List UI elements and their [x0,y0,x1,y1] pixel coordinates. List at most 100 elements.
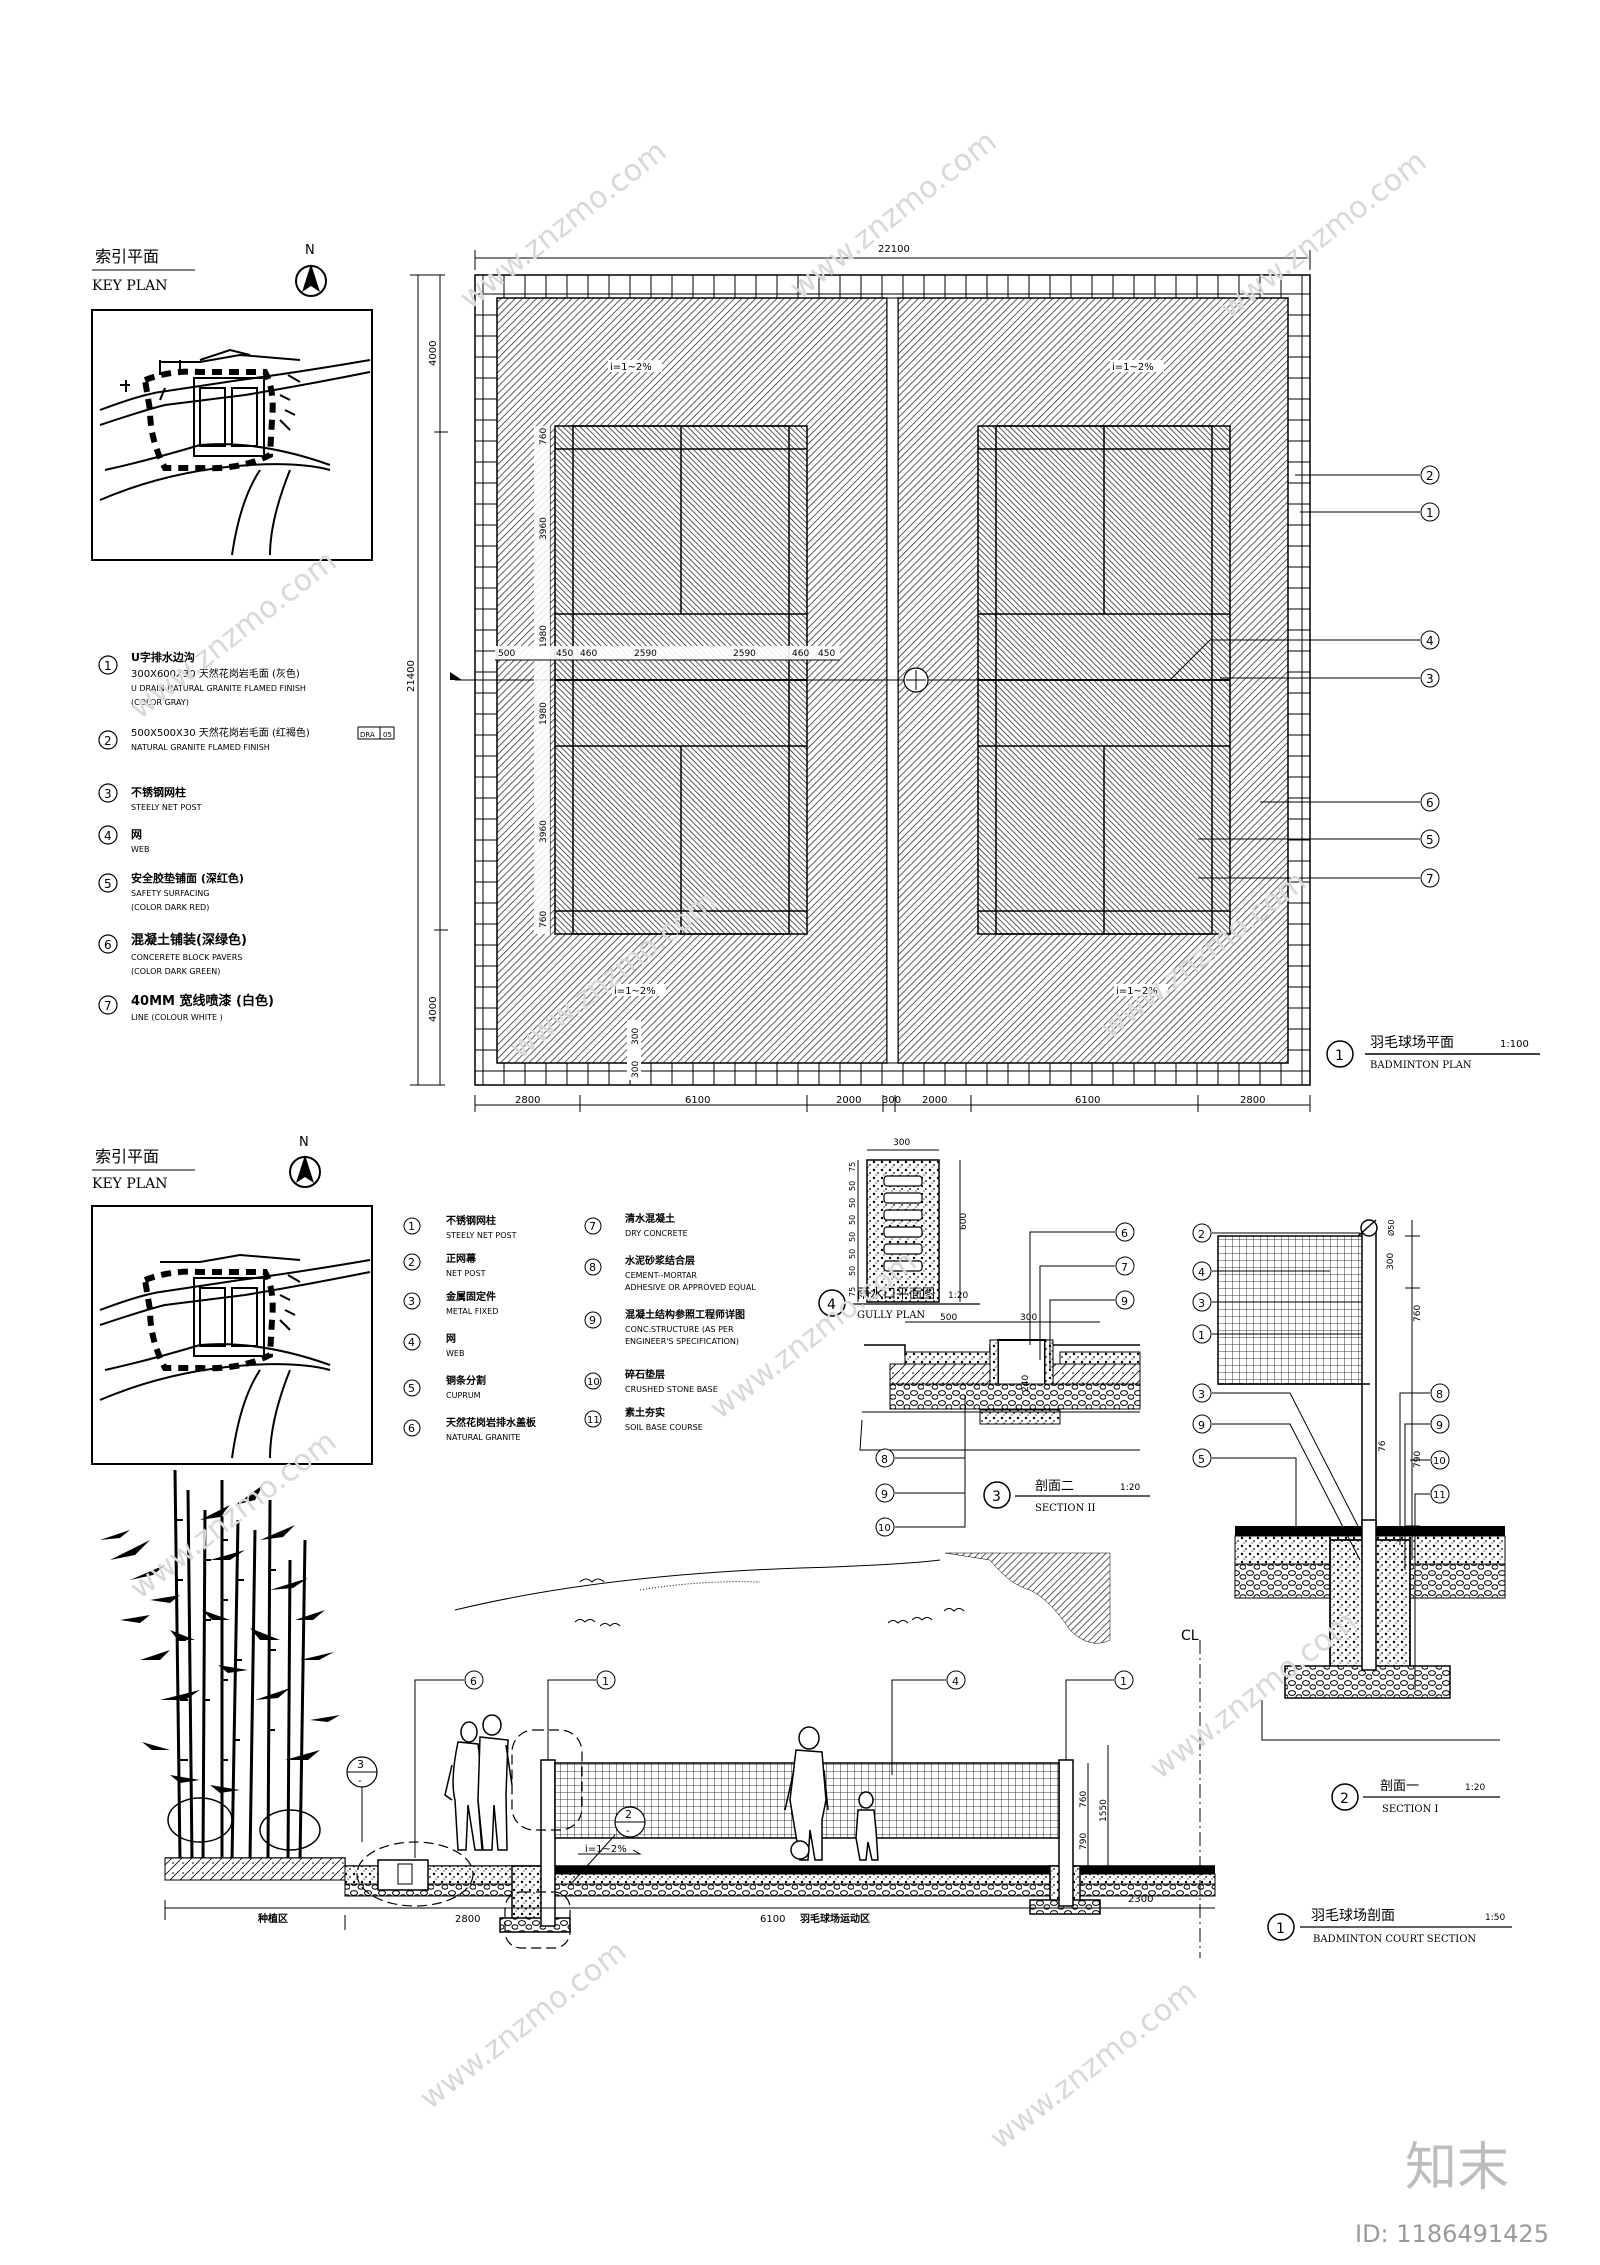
planting-soil [164,1857,346,1881]
svg-text:N: N [299,1135,309,1150]
svg-text:300X600X30 天然花岗岩毛面 (灰色): 300X600X30 天然花岗岩毛面 (灰色) [131,667,300,680]
svg-text:1:20: 1:20 [1465,1783,1485,1793]
watermark-id: ID: 1186491425 [1355,2220,1549,2248]
dim-left-total: 21400 [406,660,417,692]
legend-tag-05: 05 [383,731,392,739]
svg-text:SECTION II: SECTION II [1035,1503,1095,1514]
svg-text:6: 6 [1426,796,1434,810]
svg-text:SECTION I: SECTION I [1382,1804,1439,1815]
legend-tag-dra: DRA [360,731,375,739]
svg-text:STEELY NET POST: STEELY NET POST [446,1231,517,1240]
svg-text:2: 2 [104,734,112,748]
svg-text:2800: 2800 [1240,1095,1265,1106]
svg-text:www.znzmo.com: www.znzmo.com [983,1974,1203,2156]
svg-text:CUPRUM: CUPRUM [446,1391,481,1400]
svg-text:2800: 2800 [515,1095,540,1106]
svg-text:9: 9 [1436,1419,1443,1432]
gully-plan: 300 600 75 50 50 50 50 50 50 75 4 雨水口平面图… [818,1138,980,1321]
svg-text:450: 450 [818,649,835,659]
section-2-callouts: 6 7 9 8 9 10 [875,1222,1135,1537]
svg-text:460: 460 [792,649,809,659]
svg-text:不锈钢网柱: 不锈钢网柱 [131,785,186,799]
svg-text:50: 50 [848,1215,857,1225]
svg-text:羽毛球场运动区: 羽毛球场运动区 [800,1912,870,1925]
svg-text:50: 50 [848,1266,857,1276]
svg-text:2590: 2590 [733,649,756,659]
svg-text:CRUSHED STONE BASE: CRUSHED STONE BASE [625,1385,718,1394]
svg-text:2000: 2000 [836,1095,861,1106]
svg-text:水泥砂浆结合层: 水泥砂浆结合层 [624,1254,695,1267]
svg-text:1: 1 [408,1220,415,1233]
svg-text:460: 460 [580,649,597,659]
svg-text:1550: 1550 [1099,1799,1109,1822]
svg-text:BADMINTON PLAN: BADMINTON PLAN [1370,1060,1472,1071]
svg-text:1:50: 1:50 [1485,1913,1505,1923]
svg-text:9: 9 [1121,1295,1128,1308]
svg-text:300: 300 [631,1061,641,1078]
people-figures [444,1714,879,1861]
plan-title: 1 羽毛球场平面 1:100 BADMINTON PLAN [1326,1035,1540,1071]
svg-text:网: 网 [131,828,142,841]
svg-text:1: 1 [104,659,112,673]
svg-text:8: 8 [1436,1388,1443,1401]
svg-text:2: 2 [625,1808,632,1821]
svg-text:4: 4 [104,829,112,843]
svg-text:1:100: 1:100 [1500,1039,1529,1050]
svg-text:www.znzmo.com: www.znzmo.com [1213,144,1433,326]
svg-text:760: 760 [539,911,549,928]
svg-text:剖面一: 剖面一 [1380,1779,1419,1794]
svg-text:6: 6 [104,938,112,952]
plan-callouts: 2 1 4 3 6 5 7 [1420,465,1440,888]
svg-text:LINE (COLOUR WHITE ): LINE (COLOUR WHITE ) [131,1013,223,1022]
svg-text:i=1~2%: i=1~2% [585,1844,627,1855]
svg-text:500: 500 [940,1313,957,1323]
svg-text:清水混凝土: 清水混凝土 [625,1212,675,1225]
svg-text:铜条分割: 铜条分割 [446,1374,486,1387]
svg-text:3: 3 [408,1295,415,1308]
dim-left-top: 4000 [428,341,439,366]
svg-text:6100: 6100 [1075,1095,1100,1106]
legend-2: 1 不锈钢网柱 STEELY NET POST 2 正网幕 NET POST 3… [403,1212,756,1442]
key-plan-1: 索引平面 KEY PLAN N [91,243,373,561]
svg-text:混凝土铺装(深绿色): 混凝土铺装(深绿色) [131,932,247,948]
svg-text:10: 10 [587,1377,600,1388]
svg-text:2: 2 [408,1256,415,1269]
svg-text:羽毛球场剖面: 羽毛球场剖面 [1311,1908,1395,1924]
svg-text:9: 9 [589,1314,596,1327]
svg-text:7: 7 [1121,1261,1128,1274]
watermark-brand: 知末 [1405,2138,1509,2198]
svg-text:(COLOR DARK GREEN): (COLOR DARK GREEN) [131,967,220,976]
court-section-callouts: 6 1 4 1 [414,1670,1134,1858]
svg-text:ADHESIVE OR APPROVED EQUAL: ADHESIVE OR APPROVED EQUAL [625,1283,756,1292]
svg-text:2000: 2000 [922,1095,947,1106]
svg-text:NET POST: NET POST [446,1269,486,1278]
svg-text:2: 2 [1340,1791,1349,1807]
svg-text:1: 1 [1120,1675,1127,1688]
svg-text:6100: 6100 [760,1914,785,1925]
net-post-right [1058,1759,1074,1907]
svg-text:GULLY PLAN: GULLY PLAN [857,1310,925,1321]
detail-ref-2: 2 - [569,1806,646,1886]
svg-text:(COLOR GRAY): (COLOR GRAY) [131,698,189,707]
svg-text:5: 5 [408,1382,415,1395]
svg-text:760: 760 [1413,1305,1423,1322]
svg-text:300: 300 [1386,1253,1396,1270]
svg-text:5: 5 [1426,833,1434,847]
svg-text:ENGINEER'S SPECIFICATION): ENGINEER'S SPECIFICATION) [625,1337,739,1346]
dim-top: 22100 [878,244,910,255]
svg-text:7: 7 [1426,872,1434,886]
svg-text:碎石垫层: 碎石垫层 [625,1368,665,1381]
svg-text:KEY PLAN: KEY PLAN [92,1176,167,1192]
svg-text:5: 5 [104,877,112,891]
north-arrow-icon: N [295,243,327,297]
legend-1-item-2: 2 500X500X30 天然花岗岩毛面 (红褐色) NATURAL GRANI… [98,726,395,752]
svg-text:300: 300 [631,1028,641,1045]
svg-text:2: 2 [1426,469,1434,483]
svg-text:i=1~2%: i=1~2% [610,362,652,373]
bamboo-plants [100,1469,340,1861]
svg-text:-: - [626,1826,630,1837]
svg-text:NATURAL GRANITE FLAMED FINI: NATURAL GRANITE FLAMED FINISH [131,743,270,752]
svg-text:4: 4 [1198,1266,1205,1279]
svg-text:i=1~2%: i=1~2% [614,986,656,997]
svg-text:WEB: WEB [131,845,149,854]
